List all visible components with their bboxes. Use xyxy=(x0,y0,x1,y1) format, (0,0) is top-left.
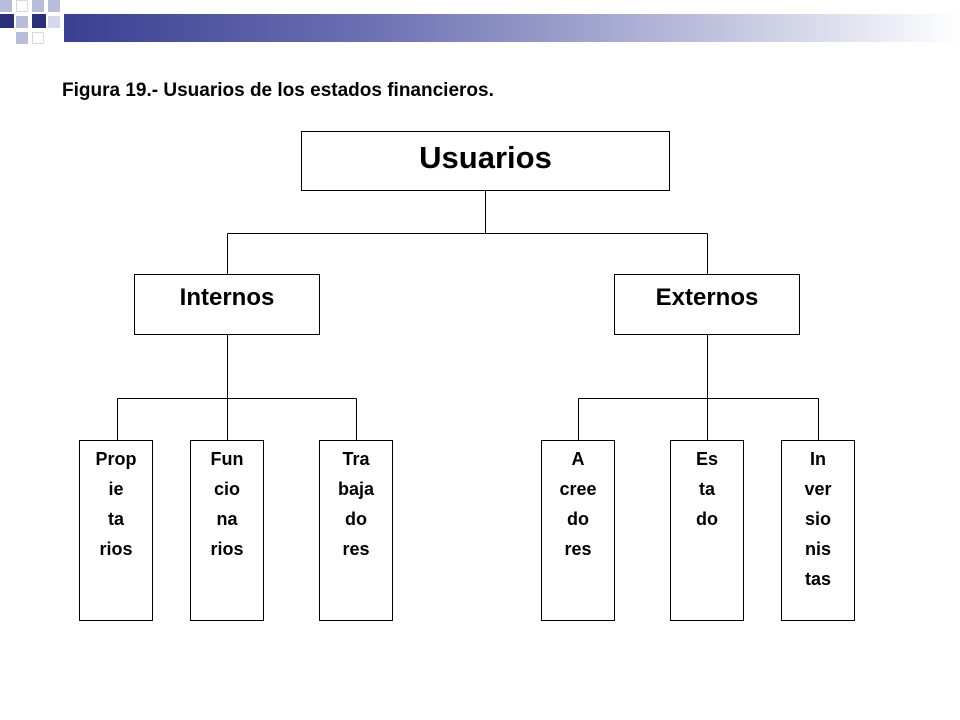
node-text-line: cree xyxy=(559,479,597,499)
node-inversionistas: In ver sio nis tas xyxy=(781,440,855,621)
node-text-line: Fun xyxy=(210,449,244,469)
decor-square xyxy=(48,0,60,12)
node-text-line: sio xyxy=(804,509,831,529)
decor-square xyxy=(0,0,12,12)
decor-square xyxy=(32,32,44,44)
node-text-line: tas xyxy=(804,569,831,589)
node-usuarios: Usuarios xyxy=(301,131,670,191)
decor-square xyxy=(16,32,28,44)
node-text-line: baja xyxy=(337,479,375,499)
node-text-line: Es xyxy=(695,449,719,469)
decor-square xyxy=(48,16,60,28)
node-text-line: rios xyxy=(99,539,133,559)
node-trabajadores: Tra baja do res xyxy=(319,440,393,621)
page-title: Figura 19.- Usuarios de los estados fina… xyxy=(62,80,494,101)
node-acreedores: A cree do res xyxy=(541,440,615,621)
node-text-line: ver xyxy=(804,479,832,499)
node-text-line: cio xyxy=(213,479,240,499)
node-text-line: nis xyxy=(804,539,831,559)
node-text-line: res xyxy=(564,539,592,559)
node-text-line: ie xyxy=(108,479,124,499)
node-text-line: do xyxy=(345,509,367,529)
decor-square xyxy=(32,0,44,12)
node-text-line: A xyxy=(571,449,585,469)
decor-square xyxy=(16,16,28,28)
header-gradient-bar xyxy=(64,14,960,42)
node-text-line: Prop xyxy=(95,449,137,469)
node-text-line: do xyxy=(696,509,718,529)
node-externos: Externos xyxy=(614,274,800,335)
node-text-line: na xyxy=(216,509,238,529)
decor-square xyxy=(16,0,28,12)
node-text-line: rios xyxy=(210,539,244,559)
decor-square xyxy=(32,14,46,28)
node-internos: Internos xyxy=(134,274,320,335)
node-text-line: res xyxy=(342,539,370,559)
node-estado: Es ta do xyxy=(670,440,744,621)
node-text-line: In xyxy=(810,449,826,469)
node-funcionarios: Fun cio na rios xyxy=(190,440,264,621)
node-text-line: do xyxy=(567,509,589,529)
node-propietarios: Prop ie ta rios xyxy=(79,440,153,621)
node-text-line: ta xyxy=(698,479,715,499)
decor-square xyxy=(0,14,14,28)
header-decoration xyxy=(0,0,960,46)
node-text-line: Tra xyxy=(342,449,370,469)
node-text-line: ta xyxy=(107,509,124,529)
